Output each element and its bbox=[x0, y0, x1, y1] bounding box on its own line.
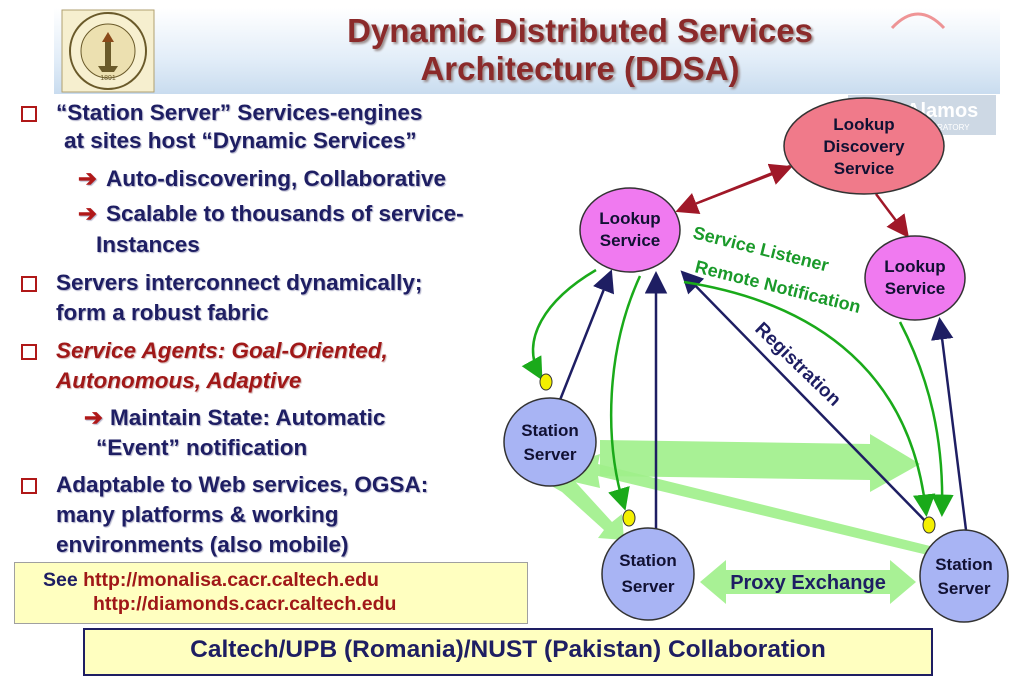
bullet-square-icon bbox=[21, 106, 37, 122]
bullet-line: form a robust fabric bbox=[56, 300, 269, 325]
bullet-line: many platforms & working bbox=[56, 502, 339, 527]
bullet-line: Scalable to thousands of service- bbox=[106, 201, 464, 226]
station-server-node-left: Station Server bbox=[503, 397, 597, 487]
event-dot-bottom bbox=[622, 509, 636, 527]
proxy-band-left-right bbox=[540, 454, 932, 556]
svg-text:Lookup: Lookup bbox=[833, 115, 894, 134]
svg-text:1891: 1891 bbox=[100, 75, 116, 82]
svg-text:Lookup: Lookup bbox=[884, 257, 945, 276]
svg-text:Service: Service bbox=[834, 159, 895, 178]
right-arrow-icon: ➔ bbox=[84, 405, 103, 430]
svg-text:Lookup: Lookup bbox=[599, 209, 660, 228]
proxy-band-upper bbox=[600, 434, 920, 492]
proxy-band-bottom bbox=[700, 560, 916, 604]
station-left-register-arrow bbox=[558, 269, 615, 401]
event-dot-left bbox=[539, 373, 553, 391]
svg-text:Server: Server bbox=[524, 445, 577, 464]
lookup-service-node-right: Lookup Service bbox=[864, 235, 966, 321]
collaboration-box: Caltech/UPB (Romania)/NUST (Pakistan) Co… bbox=[83, 628, 933, 676]
bullet-line: Adaptable to Web services, OGSA: bbox=[56, 472, 429, 497]
bullet-line: Instances bbox=[96, 232, 200, 257]
right-arrow-icon: ➔ bbox=[78, 166, 97, 191]
proxy-exchange-label: Proxy Exchange bbox=[730, 572, 886, 594]
bullet-line: Auto-discovering, Collaborative bbox=[106, 166, 447, 191]
collaboration-text: Caltech/UPB (Romania)/NUST (Pakistan) Co… bbox=[190, 636, 826, 663]
svg-text:Discovery: Discovery bbox=[823, 137, 905, 156]
lookup-left-to-discovery-arrow bbox=[699, 163, 793, 204]
station-right-register-arrow bbox=[680, 270, 935, 531]
event-dot-right bbox=[922, 516, 936, 534]
svg-text:Station: Station bbox=[935, 555, 993, 574]
bullet-square-icon bbox=[21, 478, 37, 494]
svg-text:Station: Station bbox=[619, 551, 677, 570]
svg-text:Service: Service bbox=[600, 231, 661, 250]
notify-station-bottom-arrow bbox=[608, 275, 642, 511]
title-line-2: Architecture (DDSA) bbox=[420, 50, 740, 87]
svg-text:Station: Station bbox=[521, 421, 579, 440]
notify-station-right-arrow-2 bbox=[898, 321, 954, 517]
see-prefix: See bbox=[43, 569, 78, 591]
monalisa-link[interactable]: http://monalisa.cacr.caltech.edu bbox=[83, 569, 379, 591]
diamonds-link[interactable]: http://diamonds.cacr.caltech.edu bbox=[93, 593, 397, 615]
station-server-node-right: Station Server bbox=[919, 529, 1009, 623]
registration-label: Registration bbox=[751, 318, 845, 410]
bullet-line: Servers interconnect dynamically; bbox=[56, 270, 423, 295]
bullet-square-icon bbox=[21, 276, 37, 292]
svg-text:Service: Service bbox=[885, 279, 946, 298]
title-line-1: Dynamic Distributed Services bbox=[347, 12, 813, 49]
right-arrow-icon: ➔ bbox=[78, 201, 97, 226]
bullet-square-icon bbox=[21, 344, 37, 360]
page-title: Dynamic Distributed Services Architectur… bbox=[200, 12, 960, 88]
lanl-arc-decoration bbox=[890, 12, 946, 30]
bullet-list: “Station Server” Services-engines at sit… bbox=[0, 0, 464, 557]
bullet-line: Autonomous, Adaptive bbox=[56, 368, 302, 393]
bullet-line: “Station Server” Services-engines bbox=[56, 100, 423, 125]
station-server-node-bottom: Station Server bbox=[601, 527, 695, 621]
discovery-to-lookup-right-arrow bbox=[875, 193, 909, 238]
station-right-register-arrow-2 bbox=[931, 317, 968, 531]
proxy-band-left-bottom bbox=[548, 476, 624, 540]
bullet-line: Maintain State: Automatic bbox=[110, 405, 386, 430]
bullet-line: Service Agents: Goal-Oriented, bbox=[56, 338, 388, 363]
notify-station-left-arrow bbox=[521, 268, 597, 381]
svg-text:Server: Server bbox=[938, 579, 991, 598]
svg-text:Server: Server bbox=[622, 577, 675, 596]
title-band bbox=[54, 8, 1000, 94]
bullet-line: “Event” notification bbox=[96, 435, 308, 460]
lookup-discovery-service-node: Lookup Discovery Service bbox=[783, 97, 945, 195]
bullet-line: at sites host “Dynamic Services” bbox=[64, 128, 417, 153]
notify-station-right-arrow bbox=[683, 280, 936, 517]
lookup-service-node-left: Lookup Service bbox=[579, 187, 681, 273]
bullet-line: environments (also mobile) bbox=[56, 532, 349, 557]
see-links-box: See http://monalisa.cacr.caltech.edu htt… bbox=[14, 562, 528, 624]
caltech-seal-logo: 1891 bbox=[61, 9, 155, 93]
